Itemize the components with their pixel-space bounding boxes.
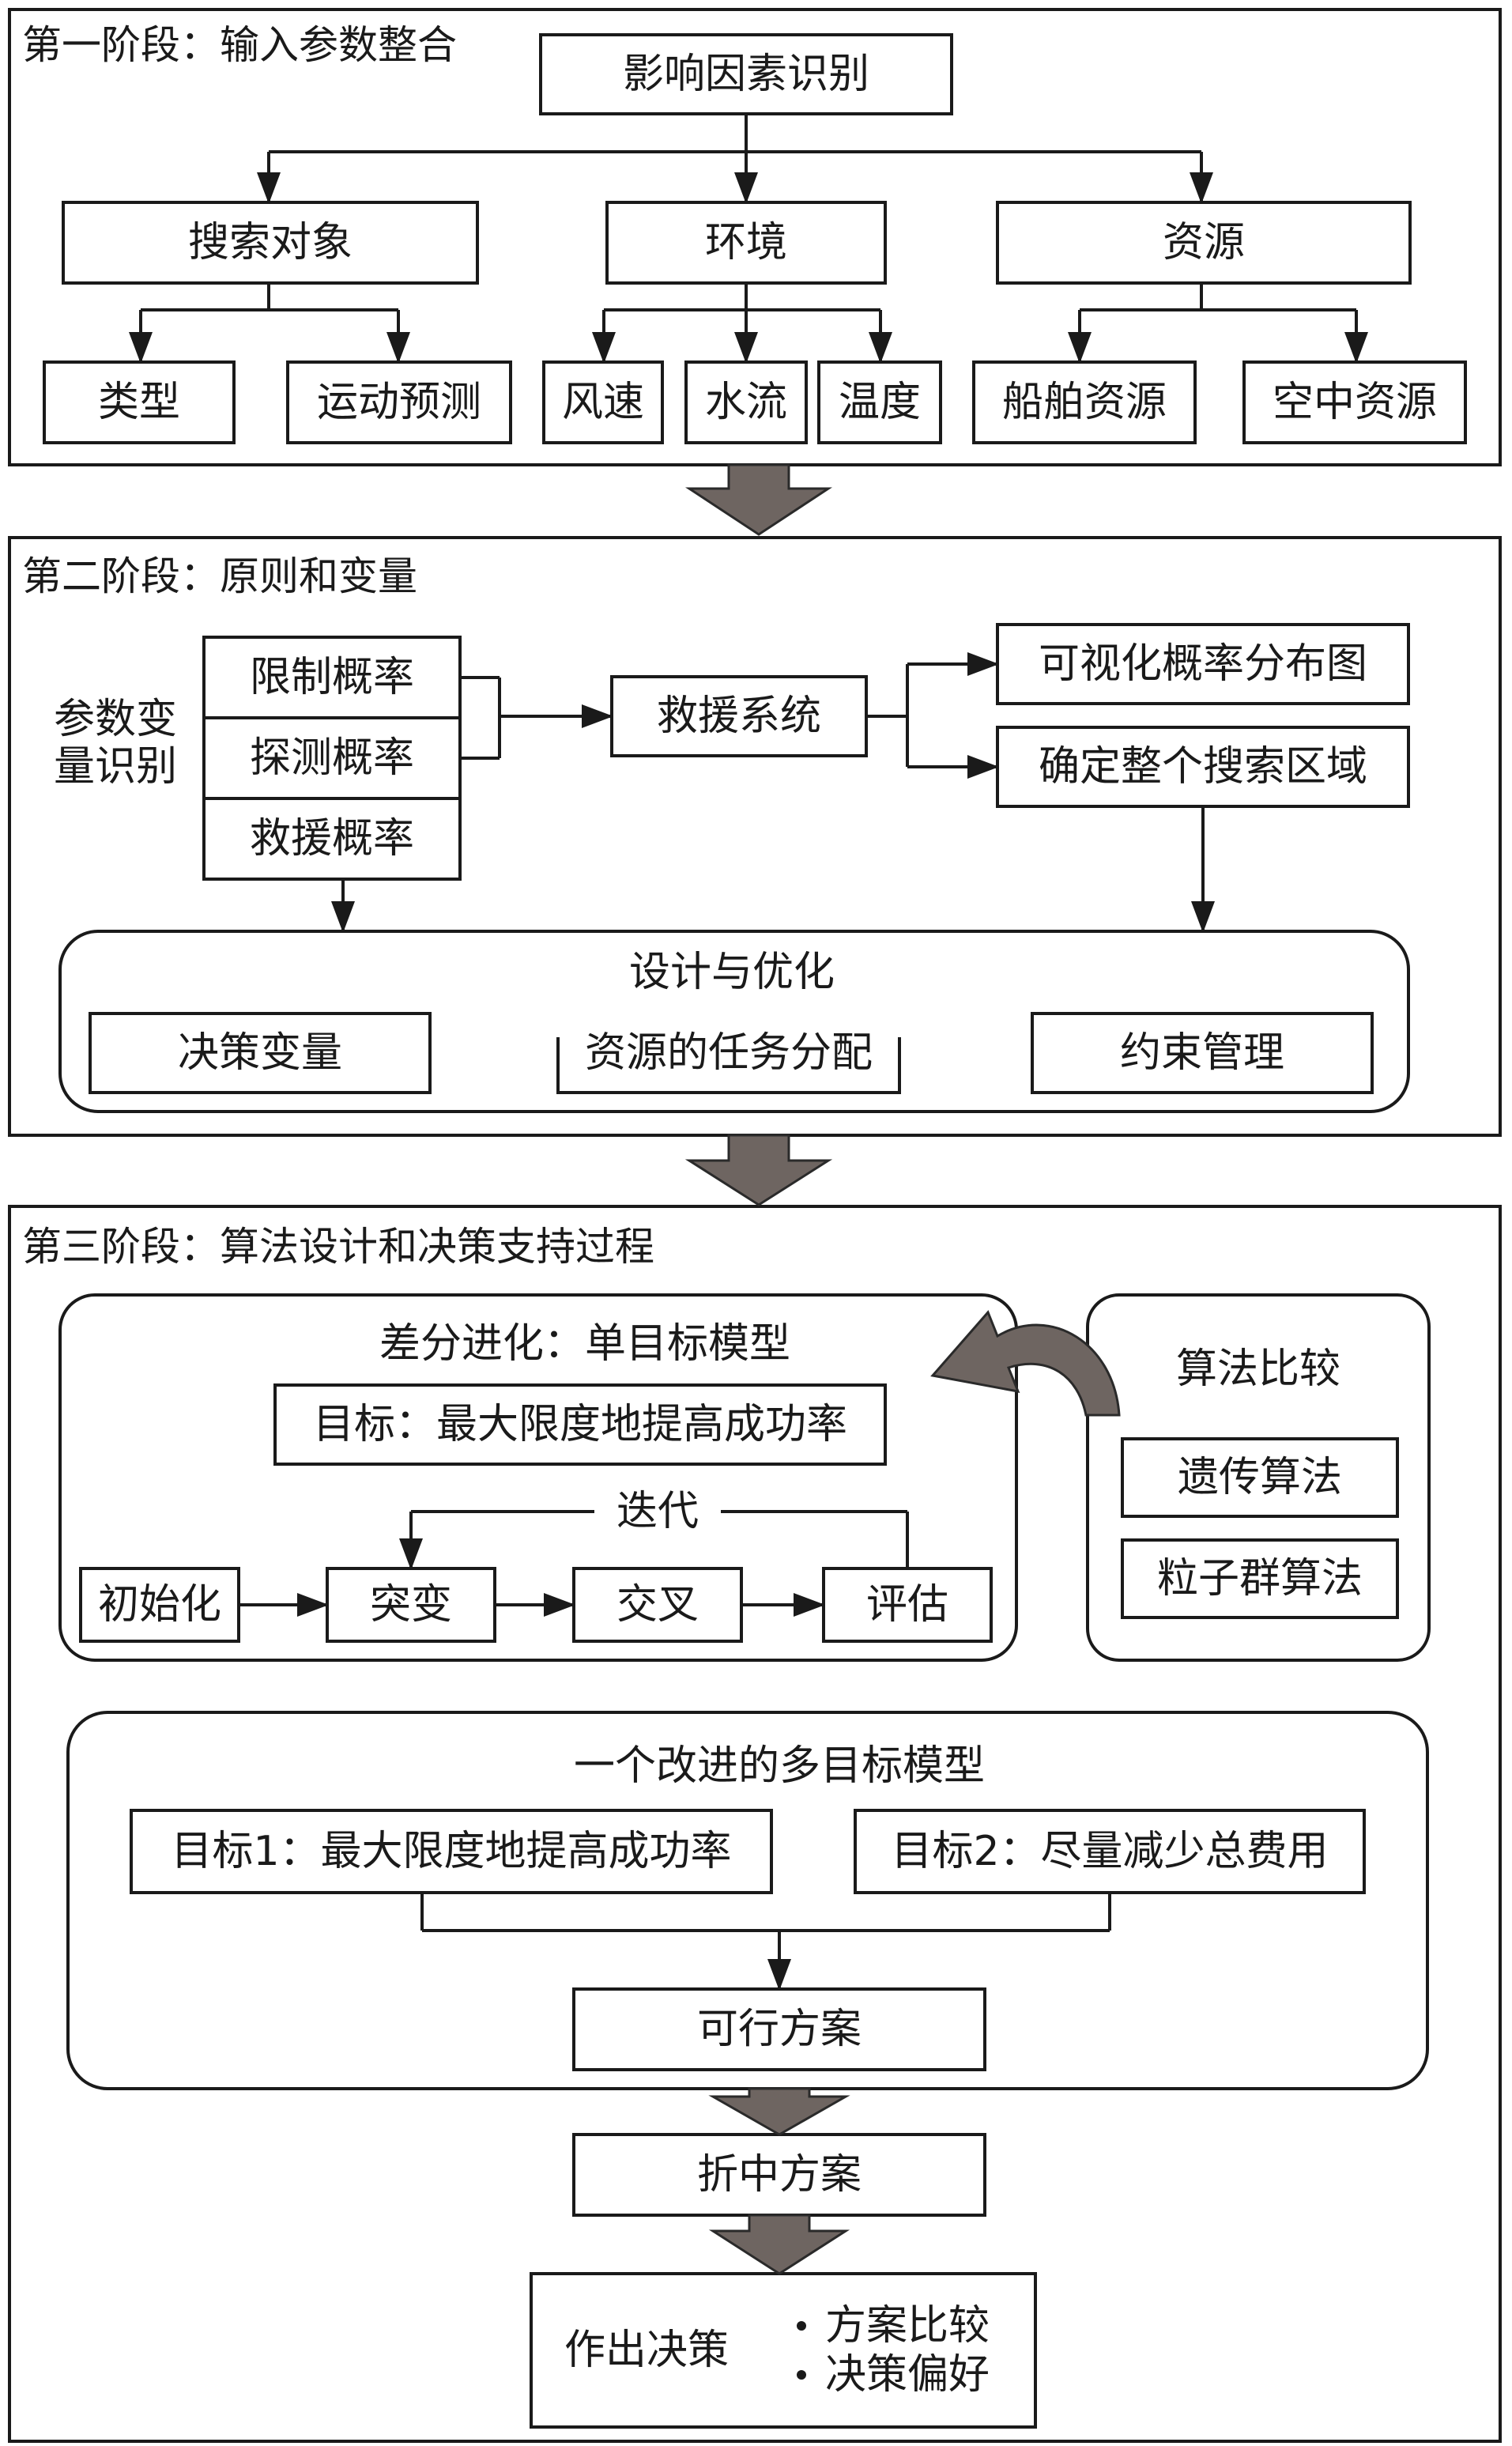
bullet-dot-1 [797, 2321, 806, 2331]
stage3-frame [8, 1205, 1502, 2443]
visual-map-box [996, 623, 1410, 705]
algo-compare-group [1086, 1293, 1431, 1662]
de-goal-box [273, 1383, 887, 1466]
ship-resources-label: 船舶资源 [1002, 379, 1167, 426]
design-title-bg [537, 982, 933, 1037]
feasible-label: 可行方案 [697, 2006, 862, 2053]
water-flow-label: 水流 [705, 379, 787, 426]
goal1-label: 目标1：最大限度地提高成功率 [171, 1828, 731, 1875]
compromise-label: 折中方案 [697, 2151, 862, 2199]
rescue-prob-label: 救援概率 [250, 815, 414, 863]
resources-box [996, 201, 1412, 285]
decision-box [530, 2272, 1037, 2429]
iteration-label: 迭代 [616, 1488, 699, 1535]
water-flow-box [684, 360, 808, 444]
air-resources-box [1242, 360, 1467, 444]
motion-prediction-label: 运动预测 [317, 379, 481, 426]
type-label: 类型 [98, 379, 180, 426]
constraint-mgmt-box [1031, 1012, 1374, 1094]
de-goal-label: 目标：最大限度地提高成功率 [313, 1401, 847, 1448]
decision-vars-box [89, 1012, 432, 1094]
genetic-label: 遗传算法 [1178, 1454, 1342, 1501]
stage3-title: 第三阶段：算法设计和决策支持过程 [22, 1224, 654, 1270]
de-group [58, 1293, 1018, 1662]
algo-compare-title: 算法比较 [1176, 1346, 1340, 1393]
wind-speed-label: 风速 [562, 379, 644, 426]
resources-label: 资源 [1163, 219, 1245, 266]
mo-title: 一个改进的多目标模型 [574, 1742, 985, 1790]
evaluation-label: 评估 [866, 1581, 948, 1629]
temperature-box [817, 360, 942, 444]
ship-resources-box [972, 360, 1197, 444]
search-object-label: 搜索对象 [188, 219, 353, 266]
decision-vars-label: 决策变量 [178, 1029, 342, 1077]
limit-prob-label: 限制概率 [250, 654, 414, 701]
stage2-to-stage3-arrow [684, 1134, 833, 1206]
design-group [58, 930, 1410, 1113]
feasible-to-compromise-arrow [708, 2087, 850, 2136]
search-area-label: 确定整个搜索区域 [1039, 743, 1367, 791]
visual-map-label: 可视化概率分布图 [1039, 640, 1367, 688]
param-label-line1: 参数变 [54, 696, 177, 743]
bullet-dot-2 [797, 2370, 806, 2380]
design-title: 设计与优化 [629, 949, 835, 996]
goal1-box [130, 1809, 773, 1894]
stage2-title: 第二阶段：原则和变量 [22, 553, 417, 599]
init-label: 初始化 [98, 1581, 221, 1629]
rescue-prob-box [202, 797, 462, 881]
root-label: 影响因素识别 [623, 51, 869, 98]
feasible-box [572, 1987, 986, 2071]
temperature-label: 温度 [839, 379, 921, 426]
decision-label: 作出决策 [564, 2327, 729, 2374]
crossover-label: 交叉 [616, 1581, 699, 1629]
bullet-decision-preference: 决策偏好 [825, 2351, 990, 2399]
motion-prediction-box [286, 360, 512, 444]
bullet-scheme-compare: 方案比较 [825, 2302, 990, 2350]
wind-speed-box [542, 360, 664, 444]
algo-compare-curved-arrow [930, 1310, 1121, 1417]
de-title: 差分进化：单目标模型 [379, 1320, 790, 1368]
stage1-to-stage2-arrow [684, 463, 833, 536]
type-box [43, 360, 236, 444]
param-label-line2: 量识别 [54, 743, 177, 791]
goal2-label: 目标2：尽量减少总费用 [891, 1828, 1328, 1875]
pso-label: 粒子群算法 [1157, 1555, 1363, 1602]
stage1-title: 第一阶段：输入参数整合 [22, 22, 457, 68]
task-alloc-label: 资源的任务分配 [585, 1029, 873, 1077]
air-resources-label: 空中资源 [1273, 379, 1437, 426]
detect-prob-label: 探测概率 [250, 734, 414, 782]
constraint-mgmt-label: 约束管理 [1120, 1029, 1284, 1077]
pso-box [1121, 1538, 1399, 1619]
rescue-system-label: 救援系统 [657, 693, 821, 740]
mutation-label: 突变 [370, 1581, 452, 1629]
genetic-box [1121, 1437, 1399, 1518]
environment-label: 环境 [705, 219, 787, 266]
mo-group [66, 1711, 1429, 2090]
compromise-to-decision-arrow [708, 2214, 850, 2275]
